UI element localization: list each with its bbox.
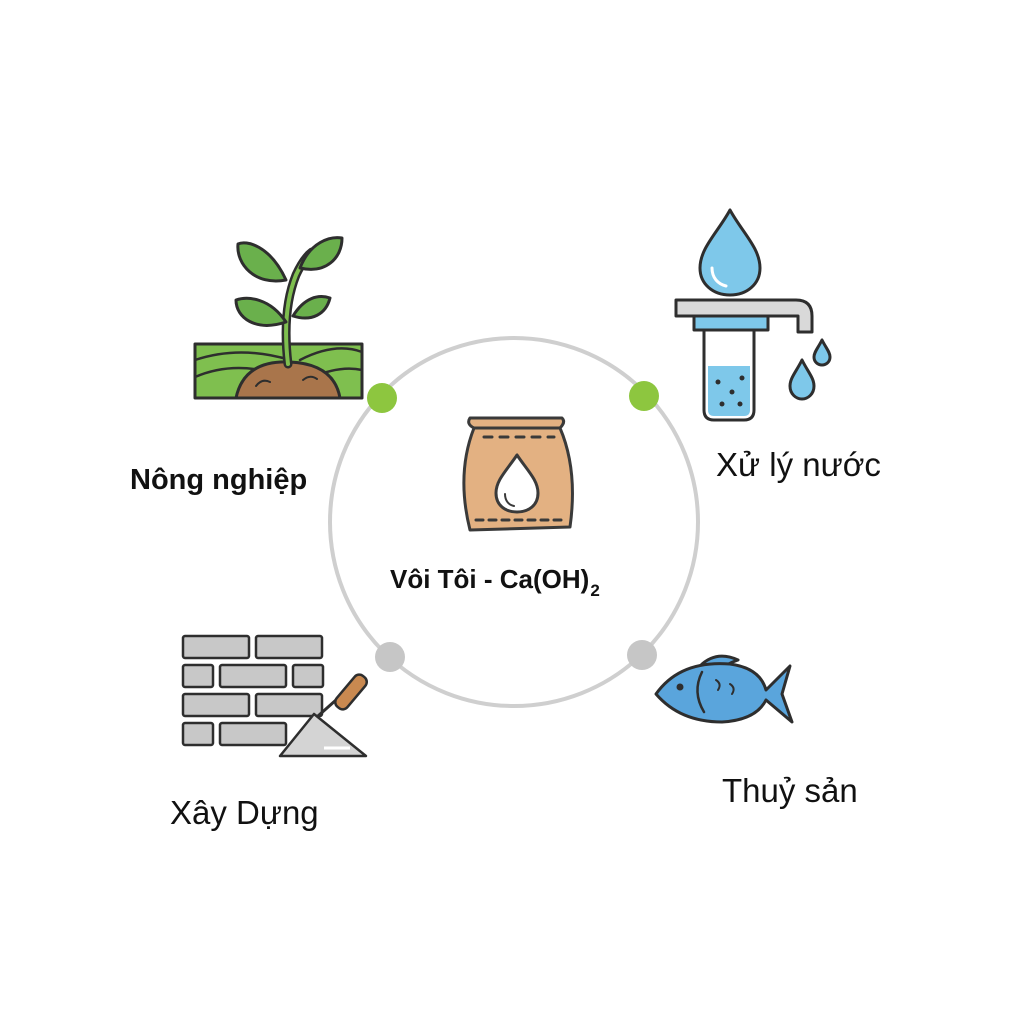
connector-dot-water: [629, 381, 659, 411]
center-title: Vôi Tôi - Ca(OH)2: [390, 564, 600, 599]
water-filter-icon: [674, 208, 832, 422]
label-aquaculture: Thuỷ sản: [722, 772, 858, 809]
brick-trowel-icon: [181, 634, 369, 758]
center-ring: [328, 336, 700, 708]
label-construction: Xây Dựng: [170, 794, 319, 831]
connector-dot-construction: [375, 642, 405, 672]
center-title-text: Vôi Tôi - Ca(OH): [390, 564, 590, 594]
sprout-icon: [193, 236, 364, 400]
connector-dot-agriculture: [367, 383, 397, 413]
fish-icon: [654, 654, 794, 724]
lime-bag-icon: [462, 416, 574, 532]
center-title-subscript: 2: [590, 581, 600, 600]
label-water-treatment: Xử lý nước: [716, 446, 881, 483]
label-agriculture: Nông nghiệp: [130, 464, 308, 496]
connector-dot-aquaculture: [627, 640, 657, 670]
